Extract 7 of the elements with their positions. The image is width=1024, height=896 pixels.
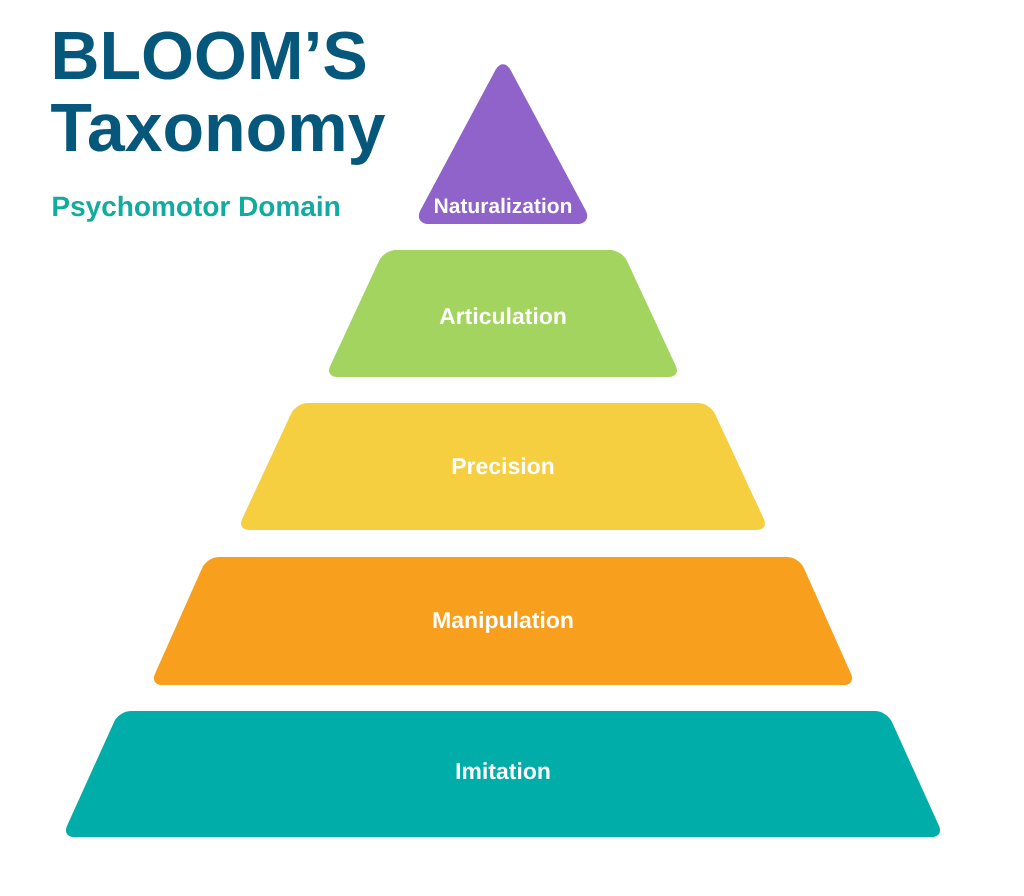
pyramid-tier: Articulation bbox=[329, 250, 677, 377]
subtitle: Psychomotor Domain bbox=[53, 195, 339, 222]
pyramid-tier: Naturalization bbox=[418, 64, 588, 224]
pyramid-tier: Precision bbox=[241, 403, 765, 530]
pyramid-tier: Imitation bbox=[65, 711, 941, 837]
pyramid-tier: Manipulation bbox=[153, 557, 853, 685]
title: BLOOM’S Taxonomy bbox=[51, 31, 386, 165]
